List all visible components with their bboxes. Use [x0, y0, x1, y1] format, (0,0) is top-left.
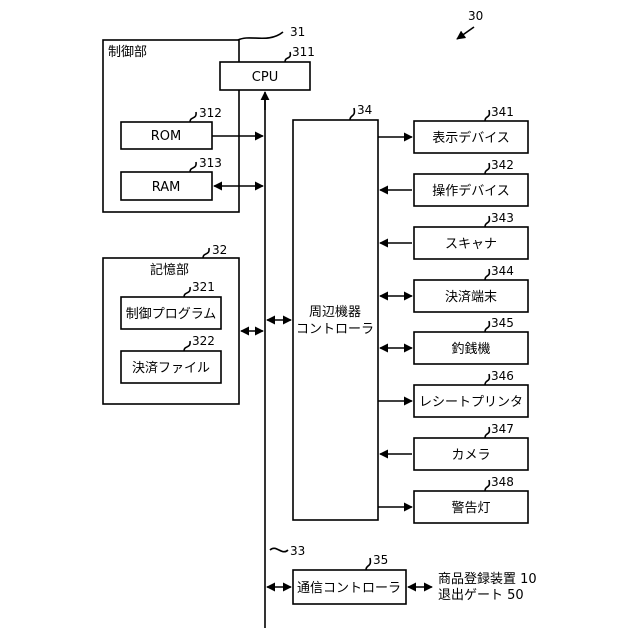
control-unit-ref: 31 — [290, 25, 305, 39]
device-leader — [485, 110, 489, 121]
device-ref: 345 — [491, 316, 514, 330]
storage-unit-leader — [203, 248, 209, 258]
figure-ref-arrow — [457, 27, 474, 39]
device-label: カメラ — [451, 448, 490, 463]
figure-ref: 30 — [468, 9, 483, 23]
cpu-leader — [285, 52, 290, 62]
peripheral-controller-ref: 34 — [357, 103, 372, 117]
device-label: スキャナ — [445, 237, 497, 252]
device-label: 操作デバイス — [432, 183, 510, 199]
device-341: 表示デバイス 341 — [378, 105, 528, 153]
device-leader — [485, 163, 489, 174]
device-348: 警告灯 348 — [378, 475, 528, 523]
comm-controller-ref: 35 — [373, 553, 388, 567]
device-ref: 346 — [491, 369, 514, 383]
control-program-ref: 321 — [192, 280, 215, 294]
device-347: カメラ 347 — [380, 422, 528, 470]
comm-controller-leader — [366, 558, 370, 570]
peripheral-controller-label-1: 周辺機器 — [309, 305, 361, 320]
device-346: レシートプリンタ 346 — [378, 369, 528, 417]
device-label: レシートプリンタ — [419, 395, 523, 410]
device-label: 決済端末 — [445, 289, 497, 305]
device-343: スキャナ 343 — [380, 211, 528, 259]
device-344: 決済端末 344 — [380, 264, 528, 312]
storage-unit-ref: 32 — [212, 243, 227, 257]
ram-label: RAM — [152, 180, 181, 195]
peripheral-controller-label-2: コントローラ — [296, 322, 374, 337]
external-line-2: 退出ゲート 50 — [438, 588, 524, 603]
device-342: 操作デバイス 342 — [380, 158, 528, 206]
device-leader — [485, 427, 489, 438]
peripheral-controller-box — [293, 120, 378, 520]
device-ref: 347 — [491, 422, 514, 436]
bus-ref: 33 — [290, 544, 305, 558]
external-line-1: 商品登録装置 10 — [438, 572, 537, 587]
device-label: 表示デバイス — [432, 130, 510, 146]
device-leader — [485, 321, 489, 332]
device-leader — [485, 269, 489, 280]
device-leader — [485, 374, 489, 385]
rom-ref: 312 — [199, 106, 222, 120]
control-unit-leader — [238, 32, 283, 40]
device-ref: 342 — [491, 158, 514, 172]
device-ref: 343 — [491, 211, 514, 225]
device-label: 釣銭機 — [451, 341, 490, 357]
peripheral-controller-leader — [350, 108, 354, 120]
bus-leader — [270, 548, 288, 551]
device-ref: 341 — [491, 105, 514, 119]
device-leader — [485, 480, 489, 491]
device-ref: 348 — [491, 475, 514, 489]
comm-controller-label: 通信コントローラ — [297, 581, 401, 596]
control-program-label: 制御プログラム — [126, 307, 217, 322]
control-unit-label: 制御部 — [108, 45, 147, 60]
cpu-ref: 311 — [292, 45, 315, 59]
storage-unit-label: 記憶部 — [150, 262, 189, 278]
cpu-label: CPU — [252, 70, 278, 85]
payment-file-ref: 322 — [192, 334, 215, 348]
device-345: 釣銭機 345 — [380, 316, 528, 364]
device-label: 警告灯 — [451, 500, 490, 516]
device-leader — [485, 216, 489, 227]
device-ref: 344 — [491, 264, 514, 278]
payment-file-label: 決済ファイル — [132, 360, 210, 376]
ram-ref: 313 — [199, 156, 222, 170]
rom-label: ROM — [151, 129, 181, 144]
